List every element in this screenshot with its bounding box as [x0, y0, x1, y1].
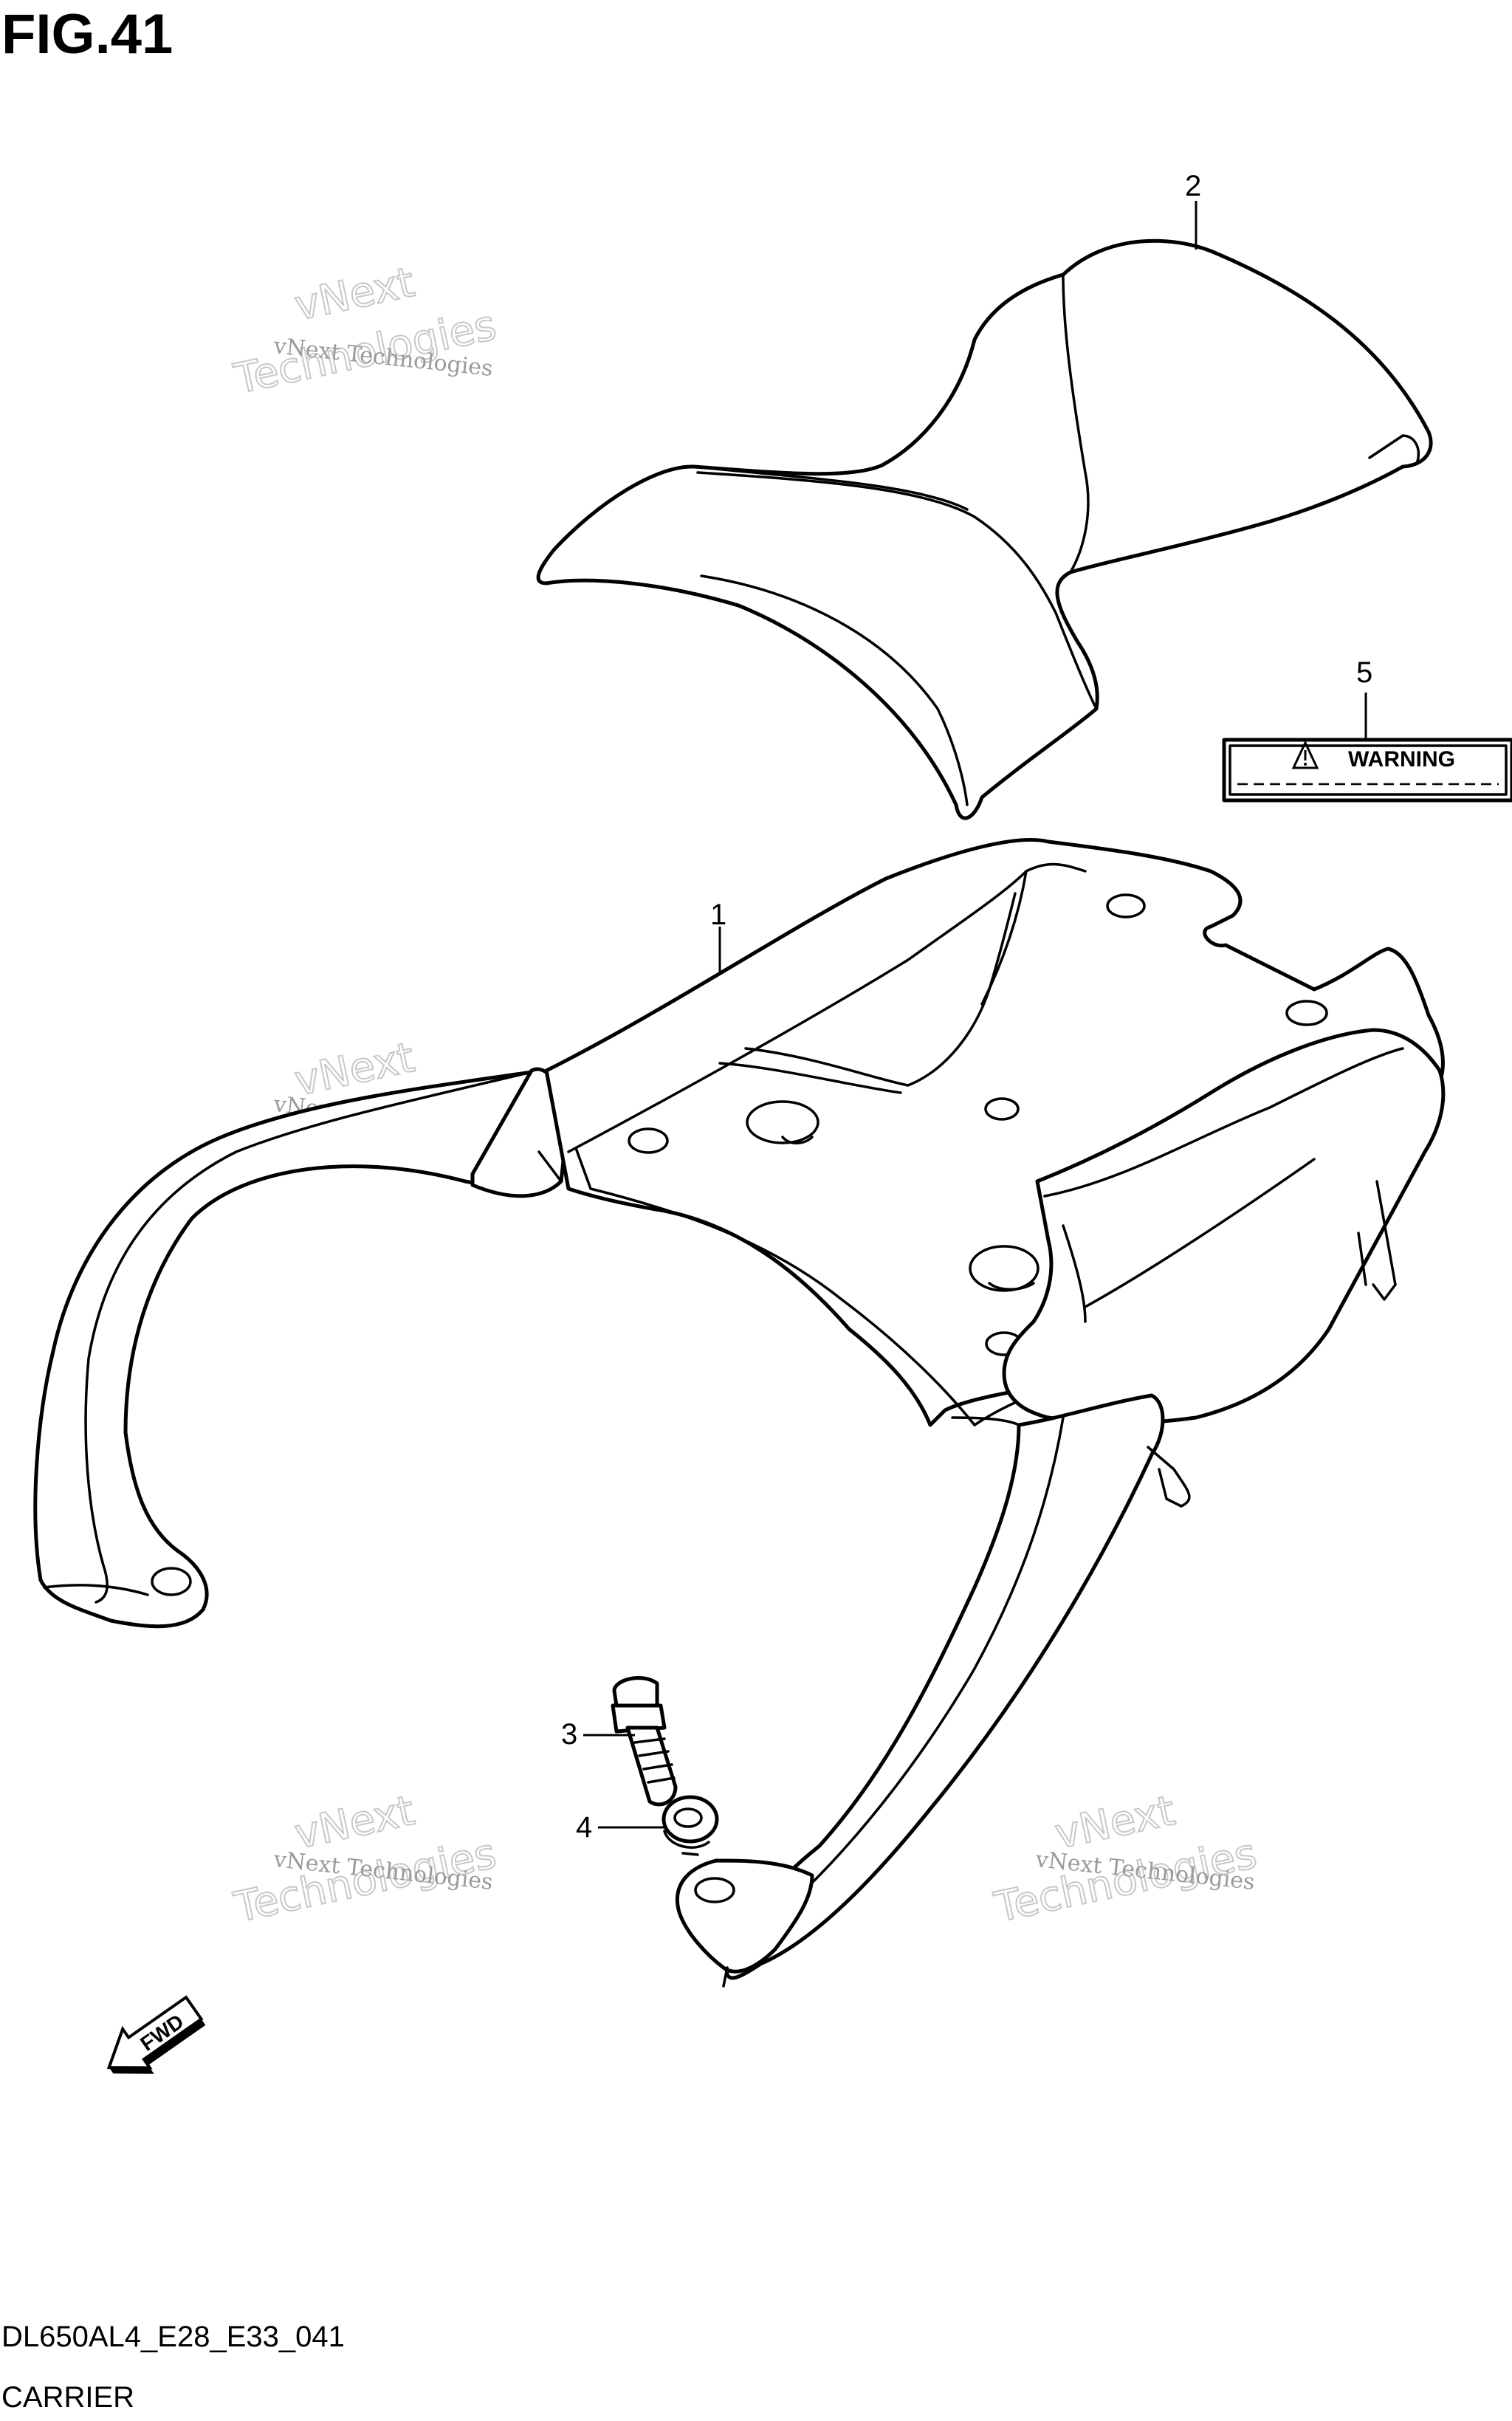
- callout-leaders: [583, 201, 1367, 1829]
- watermark: vNext Technologies: [229, 1786, 501, 1933]
- part-1-carrier[interactable]: [33, 837, 1446, 1988]
- callout-part-5[interactable]: 5: [1356, 656, 1372, 689]
- callout-part-3[interactable]: 3: [561, 1718, 577, 1751]
- part-2-cover[interactable]: [536, 238, 1433, 820]
- watermark-large-top: vNext: [1051, 1787, 1179, 1859]
- warning-label-text: WARNING: [1348, 747, 1455, 772]
- figure-title: FIG.41: [1, 3, 173, 66]
- watermark: vNext Technologies: [229, 258, 501, 405]
- watermark-large-top: vNext: [290, 1787, 419, 1859]
- callout-part-1[interactable]: 1: [710, 899, 726, 931]
- part-5-warning-label[interactable]: WARNING: [1222, 738, 1512, 803]
- watermark: vNext Technologies: [989, 1786, 1261, 1933]
- part-4-washer[interactable]: [662, 1795, 719, 1856]
- figure-name: CARRIER: [1, 2381, 134, 2414]
- figure-code: DL650AL4_E28_E33_041: [1, 2321, 345, 2353]
- callout-part-2[interactable]: 2: [1185, 170, 1201, 202]
- forward-arrow-icon: FWD: [106, 1995, 206, 2074]
- part-3-bolt[interactable]: [611, 1676, 678, 1807]
- watermark-large-top: vNext: [290, 258, 419, 331]
- warning-triangle-icon: [1291, 740, 1319, 769]
- callout-part-4[interactable]: 4: [576, 1811, 592, 1844]
